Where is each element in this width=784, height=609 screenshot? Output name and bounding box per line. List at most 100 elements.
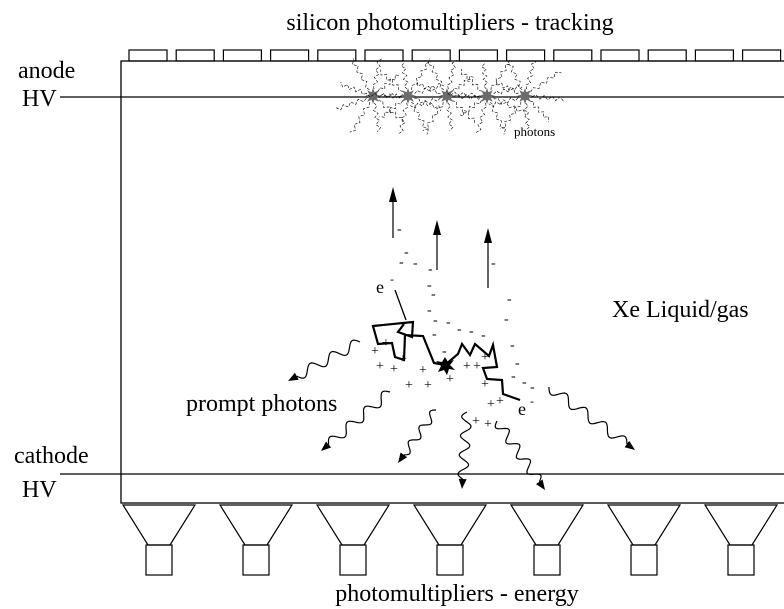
pmt-sensor xyxy=(509,504,585,576)
photon-burst-ray xyxy=(411,101,429,135)
sipm-sensor xyxy=(600,49,640,62)
plus-charge: + xyxy=(472,414,480,429)
sipm-sensor xyxy=(458,49,498,62)
photon-burst-ray xyxy=(446,102,454,132)
plus-charge: + xyxy=(484,417,492,432)
photon-burst-ray xyxy=(379,93,407,99)
ionization-electrons: ----------------------- xyxy=(397,222,535,395)
plus-charge: + xyxy=(496,394,504,409)
anode-hv-label: HV xyxy=(22,86,57,112)
minus-charge: - xyxy=(469,324,474,339)
minus-charge: - xyxy=(491,256,496,271)
minus-charge: - xyxy=(431,287,436,302)
photon-burst xyxy=(445,62,526,135)
photon-burst-ray xyxy=(340,81,367,95)
prompt-photon-rays xyxy=(288,339,635,490)
photons-small-label: photons xyxy=(514,124,555,139)
photon-burst-ray xyxy=(373,102,382,132)
photon-burst-star xyxy=(479,88,495,104)
photon-burst-ray xyxy=(493,84,523,95)
photon-burst-ray xyxy=(530,71,562,93)
plus-charge: + xyxy=(376,359,384,374)
pmt-base xyxy=(242,544,270,576)
photon-burst-star xyxy=(439,88,455,104)
prompt-photon-ray xyxy=(321,390,391,451)
sipm-sensor xyxy=(647,49,687,62)
photon-burst-star xyxy=(400,88,416,104)
minus-charge: - xyxy=(442,344,447,359)
photon-burst-ray xyxy=(523,102,531,131)
minus-charge: - xyxy=(481,328,486,343)
photon-burst-ray xyxy=(349,102,370,133)
sipm-sensor xyxy=(364,49,404,62)
minus-charge: - xyxy=(522,375,527,390)
prompt-photon-ray xyxy=(288,339,361,381)
minus-charge: - xyxy=(433,313,438,328)
pmt-sensor xyxy=(315,504,391,576)
minus-charge: - xyxy=(446,315,451,330)
plus-charge: + xyxy=(424,378,432,393)
pmt-base xyxy=(630,544,658,576)
pmt-base xyxy=(727,544,755,576)
photon-burst-ray xyxy=(427,58,444,91)
photon-burst-ray xyxy=(400,61,409,90)
photon-burst-ray xyxy=(452,100,475,124)
prompt-photon-ray xyxy=(457,411,472,489)
minus-charge: - xyxy=(399,255,404,270)
sipm-sensor xyxy=(741,49,782,62)
minus-charge: - xyxy=(504,312,509,327)
sipm-sensor xyxy=(506,49,546,62)
photon-burst-ray xyxy=(447,60,458,90)
pmt-sensor xyxy=(218,504,294,576)
photon-burst-ray xyxy=(495,80,519,94)
photon-burst-ray xyxy=(458,100,482,117)
photon-burst-ray xyxy=(445,91,481,98)
pmt-base xyxy=(436,544,464,576)
sipm-sensor xyxy=(175,49,215,62)
photon-burst xyxy=(335,58,407,133)
photon-burst-ray xyxy=(372,58,382,90)
plus-charge: + xyxy=(446,372,454,387)
plus-charge: + xyxy=(481,350,489,365)
top-title: silicon photomultipliers - tracking xyxy=(286,10,613,36)
pmt-sensor xyxy=(703,504,779,576)
anode-label: anode xyxy=(18,58,75,84)
wavy-ray-line xyxy=(403,409,436,456)
photon-burst-star xyxy=(517,88,533,104)
sipm-sensor xyxy=(317,49,357,62)
sipm-sensor xyxy=(553,49,593,62)
photon-burst-ray xyxy=(488,97,519,108)
pmt-sensor xyxy=(606,504,682,576)
pmt-sensor xyxy=(121,504,197,576)
photon-burst-ray xyxy=(416,81,441,95)
pmt-sensor xyxy=(412,504,488,576)
photon-burst-ray xyxy=(475,102,487,133)
electroluminescence-bursts xyxy=(335,58,564,135)
wavy-ray-head xyxy=(398,452,408,463)
pmt-funnel xyxy=(606,504,682,546)
cathode-hv-label: HV xyxy=(22,477,57,503)
ionization-ions: +++++++++++++++++ xyxy=(371,336,504,432)
photon-burst xyxy=(365,61,444,135)
wavy-ray-line xyxy=(296,339,361,379)
photon-burst-ray xyxy=(481,62,488,90)
minus-charge: - xyxy=(428,262,433,277)
wavy-ray-head xyxy=(624,440,635,450)
electron-charge-label: - xyxy=(390,272,394,286)
minus-charge: - xyxy=(457,322,462,337)
photon-burst-ray xyxy=(414,82,444,94)
minus-charge: - xyxy=(507,292,512,307)
pmt-funnel xyxy=(703,504,779,546)
electron-charge-label: - xyxy=(530,394,534,408)
plus-charge: + xyxy=(481,377,489,392)
wavy-ray-line xyxy=(327,390,391,445)
photon-burst-ray xyxy=(461,68,482,92)
photon-burst-ray xyxy=(398,102,409,135)
drift-arrows xyxy=(389,187,492,288)
wavy-ray-head xyxy=(288,372,299,381)
pmt-base xyxy=(339,544,367,576)
plus-charge: + xyxy=(419,363,427,378)
photon-burst xyxy=(410,58,488,132)
